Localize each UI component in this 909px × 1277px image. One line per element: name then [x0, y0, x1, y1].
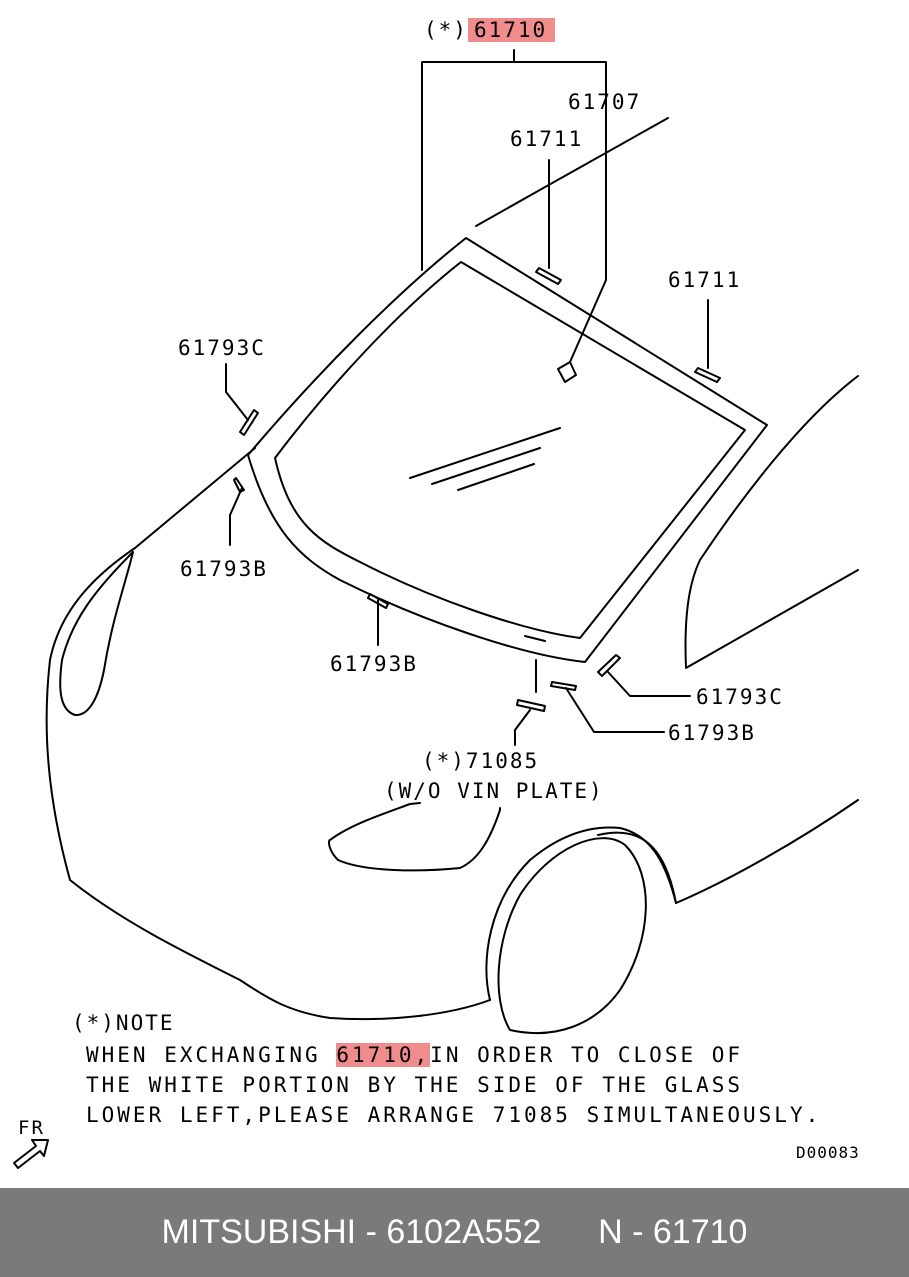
note-line-1-post: IN ORDER TO CLOSE OF [430, 1043, 744, 1067]
callout-61793b-right: 61793B [668, 721, 756, 745]
front-marker-label: FR [18, 1117, 45, 1139]
callout-61793c-left: 61793C [178, 336, 266, 360]
footer-brand: MITSUBISHI [161, 1213, 357, 1251]
callout-61711-right: 61711 [668, 268, 742, 292]
callout-61710-prefix: (*) [424, 18, 468, 42]
callout-vin-note: (W/O VIN PLATE) [384, 779, 604, 803]
callout-61793b-bottom: 61793B [330, 652, 418, 676]
callout-61793c-right: 61793C [696, 685, 784, 709]
footer-ref-number: 61710 [652, 1213, 748, 1251]
note-line-2: THE WHITE PORTION BY THE SIDE OF THE GLA… [86, 1073, 744, 1097]
note-line-3: LOWER LEFT,PLEASE ARRANGE 71085 SIMULTAN… [86, 1103, 822, 1127]
windshield-diagram [13, 49, 859, 1169]
callout-61710-part: 61710 [467, 18, 556, 42]
windshield-glass [247, 237, 768, 663]
front-arrow-icon [13, 1139, 49, 1169]
footer-bar: MITSUBISHI - 6102A552 N - 61710 [0, 1188, 909, 1277]
callout-71085: (*)71085 [422, 749, 540, 773]
note-line-1-pre: WHEN EXCHANGING [86, 1043, 321, 1067]
diagram-code: D00083 [796, 1143, 860, 1162]
footer-separator-1: - [365, 1213, 377, 1251]
footer-ref-prefix: N [598, 1213, 623, 1251]
callout-61710: (*)61710 [424, 18, 556, 42]
note-line-1-part: 61710, [336, 1043, 431, 1067]
front-wheel [485, 826, 677, 1034]
note-line-1: WHEN EXCHANGING 61710,IN ORDER TO CLOSE … [86, 1040, 743, 1070]
note-heading: (*)NOTE [72, 1011, 175, 1035]
footer-separator-2: - [632, 1213, 644, 1251]
callout-61711-center: 61711 [510, 127, 584, 151]
footer-part-number: 6102A552 [386, 1213, 542, 1251]
car-body-outline [45, 117, 859, 1021]
leader-lines [225, 49, 721, 811]
callout-61793b-left: 61793B [180, 557, 268, 581]
callout-61707: 61707 [568, 90, 642, 114]
